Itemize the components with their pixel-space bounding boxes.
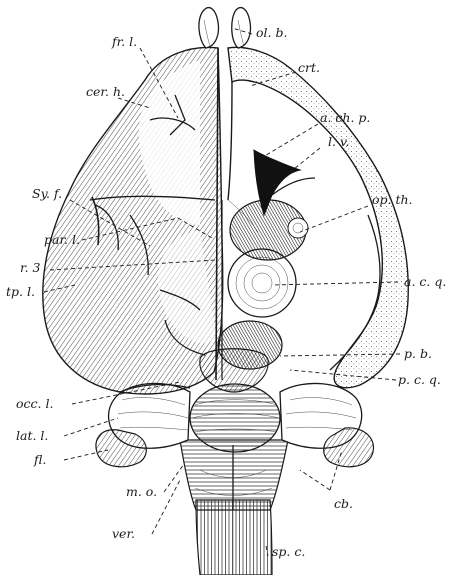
label-parietal-lobe: par. l. [44,232,80,247]
label-occipital-lobe: occ. l. [16,396,53,411]
label-cerebellum: cb. [334,496,353,511]
pineal-body [218,321,282,369]
label-anterior-corpora-quadrigemina: a. c. q. [404,274,446,289]
olfactory-bulbs [199,8,251,48]
label-lateral-ventricle: l. v. [328,134,350,149]
label-olfactory-bulb: ol. b. [256,25,287,40]
label-spinal-cord: sp. c. [272,544,305,559]
label-cortex: crt. [298,60,320,75]
label-cerebral-hemisphere: cer. h. [86,84,125,99]
label-sylvian-fissure: Sy. f. [32,186,62,201]
label-vermis: ver. [112,526,135,541]
label-anterior-choroid-plexus: a. ch. p. [320,110,370,125]
vermis [190,384,280,452]
label-lateral-lobe: lat. l. [16,428,48,443]
label-pineal-body: p. b. [404,346,432,361]
label-temporal-lobe: tp. l. [6,284,35,299]
label-posterior-corpora-quadrigemina: p. c. q. [398,372,441,387]
label-medulla-oblongata: m. o. [126,484,157,499]
right-olfactory-bulb [232,8,251,48]
label-optic-thalamus: op. th. [372,192,413,207]
label-flocculus: fl. [33,452,46,467]
left-cerebral-hemisphere [43,47,223,393]
label-third-ventricle: r. 3 [20,260,41,275]
label-frontal-lobe: fr. l. [111,34,137,49]
spinal-cord [196,500,272,575]
